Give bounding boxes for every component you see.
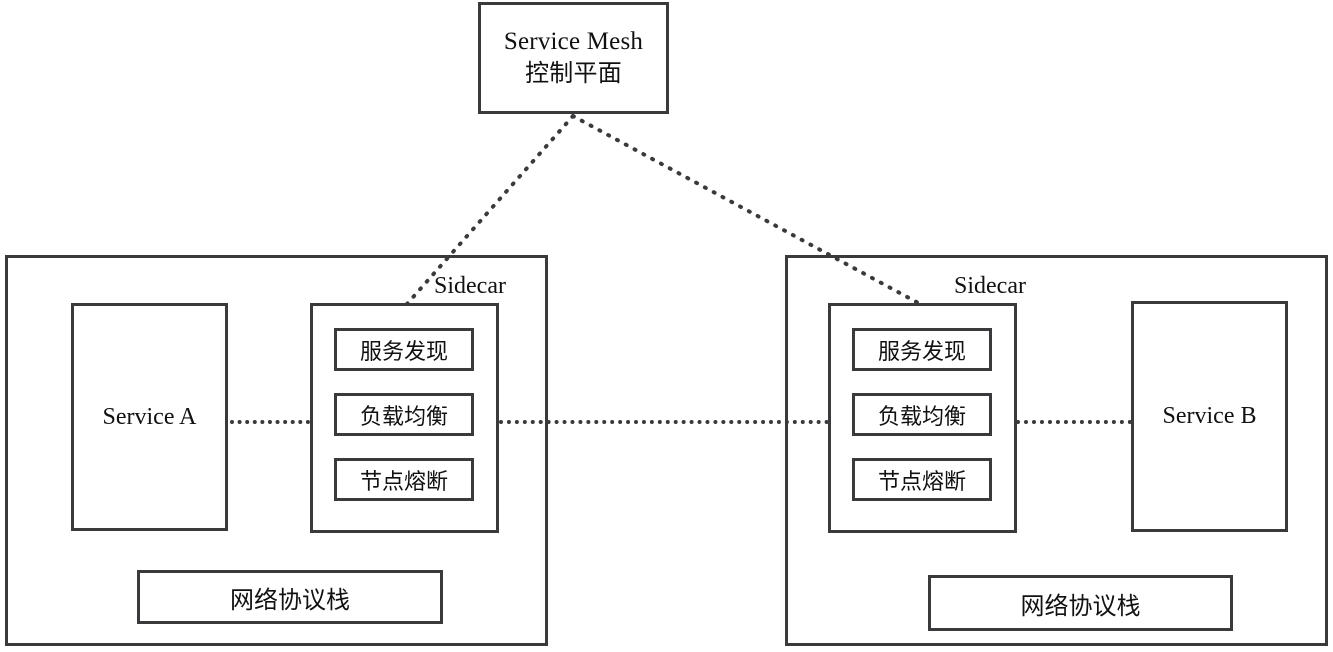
sidecar-b-feature-load-balancing: 负载均衡 — [852, 393, 992, 436]
control-plane-title-cn: 控制平面 — [525, 60, 622, 87]
service-b-label: Service B — [1162, 403, 1257, 429]
sidecar-b-feature-service-discovery: 服务发现 — [852, 328, 992, 371]
service-b-box: Service B — [1131, 301, 1288, 532]
sidecar-b-box: 服务发现 负载均衡 节点熔断 — [828, 303, 1017, 533]
sidecar-b-label: Sidecar — [954, 273, 1026, 299]
sidecar-a-feature-service-discovery: 服务发现 — [334, 328, 474, 371]
sidecar-b-feature-circuit-breaker: 节点熔断 — [852, 458, 992, 501]
sidecar-a-box: 服务发现 负载均衡 节点熔断 — [310, 303, 499, 533]
network-stack-b-box: 网络协议栈 — [928, 575, 1233, 631]
link-sidecar-a-to-sidecar-b — [499, 420, 829, 424]
control-plane-box: Service Mesh 控制平面 — [478, 2, 669, 114]
control-plane-title-en: Service Mesh — [503, 27, 644, 55]
sidecar-a-feature-load-balancing: 负载均衡 — [334, 393, 474, 436]
service-a-box: Service A — [71, 303, 228, 531]
sidecar-a-feature-circuit-breaker: 节点熔断 — [334, 458, 474, 501]
sidecar-a-label: Sidecar — [434, 273, 506, 299]
network-stack-a-box: 网络协议栈 — [137, 570, 443, 624]
link-sidecar-b-to-service-b — [1016, 420, 1132, 424]
network-stack-b-label: 网络协议栈 — [1020, 593, 1141, 620]
service-a-label: Service A — [102, 403, 197, 430]
link-service-a-to-sidecar-a — [230, 420, 310, 424]
network-stack-a-label: 网络协议栈 — [230, 587, 350, 614]
